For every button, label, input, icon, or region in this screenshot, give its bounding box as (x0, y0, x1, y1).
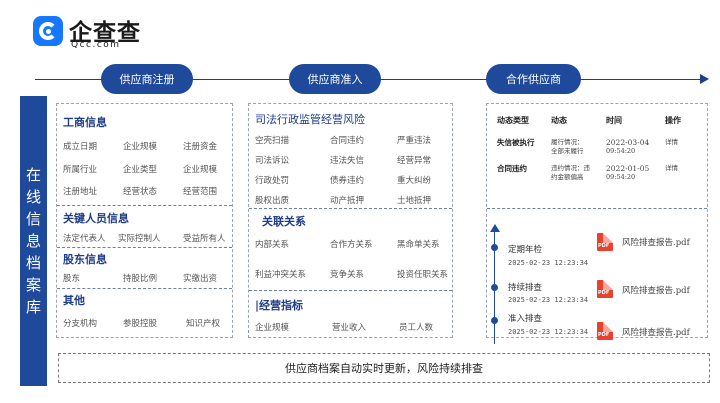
section-title-other: 其他 (63, 294, 85, 307)
cell: 参股控股 (123, 319, 158, 329)
pdf-icon: PDF (597, 322, 613, 340)
timeline-time: 2025-02-23 12:23:34 (508, 259, 589, 267)
cell: 违法失信 (330, 156, 365, 166)
panel-risk (248, 103, 453, 338)
cell: 严重违法 (397, 136, 432, 146)
cell: 员工人数 (399, 323, 434, 333)
panel-basic-info (56, 103, 233, 338)
cell: 法定代表人 (63, 234, 106, 244)
divider (487, 208, 707, 209)
vtitle-char: 案 (25, 276, 41, 294)
pdf-file-link[interactable]: 风险排查报告.pdf (622, 286, 690, 296)
vtitle-char: 线 (25, 188, 41, 206)
cell: 经营异常 (397, 156, 432, 166)
cell: 利益冲突关系 (255, 270, 307, 280)
vtitle-char: 库 (25, 298, 41, 316)
dynamic-type: 失信被执行 (497, 138, 535, 147)
pdf-icon: PDF (597, 280, 613, 298)
cell: 动产抵押 (330, 196, 365, 206)
cell: 土地抵押 (397, 196, 432, 206)
cell: 重大纠纷 (397, 176, 432, 186)
table-header: 动态 (551, 115, 567, 125)
timeline-label: 定期年检 (508, 245, 543, 255)
vtitle-char: 档 (25, 254, 41, 272)
cell: 企业类型 (123, 165, 158, 175)
cell: 股东 (63, 274, 81, 284)
timeline-label: 准入排查 (508, 314, 543, 324)
cell: 分支机构 (63, 319, 98, 329)
pdf-file-link[interactable]: 风险排查报告.pdf (622, 238, 690, 248)
table-header: 动态类型 (497, 115, 529, 125)
dynamic-detail: 履行情况：全部未履行 (551, 138, 584, 155)
cell: 合作方关系 (330, 240, 373, 250)
section-title-gongshang: 工商信息 (63, 116, 107, 129)
cell: 股权出质 (255, 196, 290, 206)
cell: 投资任职关系 (397, 270, 449, 280)
timeline-time: 2025-02-23 12:23:34 (508, 328, 589, 336)
vertical-title: 在 线 信 息 档 案 库 (20, 96, 47, 386)
cell: 企业规模 (255, 323, 290, 333)
vtitle-char: 信 (25, 210, 41, 228)
section-title-operating: |经营指标 (255, 299, 304, 312)
flow-step-partner: 合作供应商 (486, 64, 581, 94)
divider (57, 205, 232, 206)
logo-icon (33, 16, 63, 46)
timeline-dot (491, 317, 498, 324)
footer-banner: 供应商档案自动实时更新，风险持续排查 (58, 353, 710, 383)
cell: 经营状态 (123, 187, 158, 197)
flow-arrow-icon (700, 74, 709, 84)
cell: 知识产权 (186, 319, 221, 329)
logo-name: 企查查 (69, 20, 141, 46)
dynamic-type: 合同违约 (497, 164, 527, 173)
cell: 注册资金 (183, 142, 218, 152)
vtitle-char: 息 (25, 232, 41, 250)
divider (57, 288, 232, 289)
cell: 实缴出资 (183, 274, 218, 284)
pdf-file-link[interactable]: 风险排查报告.pdf (622, 328, 690, 338)
divider (249, 208, 452, 209)
cell: 受益所有人 (183, 234, 226, 244)
cell: 注册地址 (63, 187, 98, 197)
timeline-arrow-icon (490, 224, 500, 232)
timeline-dot (491, 244, 498, 251)
cell: 竞争关系 (330, 270, 365, 280)
table-header: 操作 (665, 115, 681, 125)
flow-step-register: 供应商注册 (101, 64, 193, 94)
cell: 经营范围 (183, 187, 218, 197)
section-title-judicial: 司法行政监管经营风险 (255, 113, 365, 126)
divider (249, 290, 452, 291)
cell: 内部关系 (255, 240, 290, 250)
detail-link[interactable]: 详情 (665, 138, 678, 146)
timeline-dot (491, 284, 498, 291)
logo: 企查查 Qcc.com (33, 16, 163, 50)
cell: 所属行业 (63, 165, 98, 175)
cell: 成立日期 (63, 142, 98, 152)
cell: 司法诉讼 (255, 156, 290, 166)
cell: 营业收入 (332, 323, 367, 333)
cell: 实际控制人 (118, 234, 161, 244)
detail-link[interactable]: 详情 (665, 164, 678, 172)
cell: 合同违约 (330, 136, 365, 146)
vtitle-char: 在 (25, 166, 41, 184)
cell: 企业规模 (123, 142, 158, 152)
table-header: 时间 (606, 115, 622, 125)
pdf-icon: PDF (597, 233, 613, 251)
cell: 行政处罚 (255, 176, 290, 186)
divider (57, 247, 232, 248)
dynamic-detail: 违约情况：违约金额偏高 (551, 164, 590, 181)
section-title-key-people: 关键人员信息 (63, 212, 129, 225)
logo-sub: Qcc.com (71, 40, 121, 50)
cell: 持股比例 (123, 274, 158, 284)
section-title-shareholder: 股东信息 (63, 253, 107, 266)
section-title-relations: 关联关系 (262, 215, 306, 228)
cell: 空壳扫描 (255, 136, 290, 146)
cell: 企业规模 (183, 165, 218, 175)
cell: 债券违约 (330, 176, 365, 186)
timeline-time: 2025-02-23 12:23:34 (508, 296, 589, 304)
timeline-label: 持续排查 (508, 283, 543, 293)
flow-step-admission: 供应商准入 (289, 64, 381, 94)
cell: 黑命单关系 (397, 240, 440, 250)
